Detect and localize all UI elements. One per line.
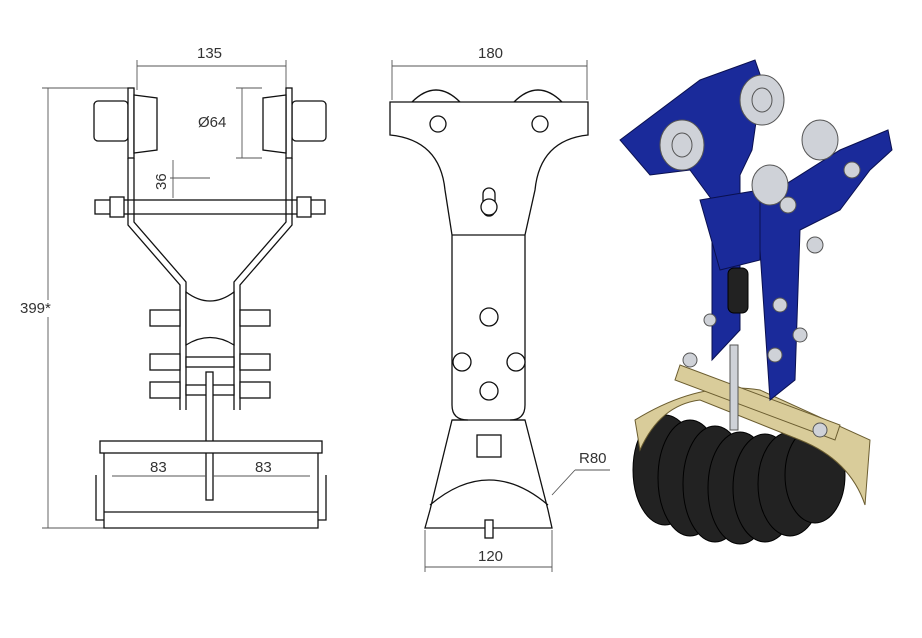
dim-top-180: 180: [478, 45, 503, 62]
front-view: 135 36 83 83: [42, 45, 327, 529]
dim-wheel-diameter: Ø64: [196, 114, 229, 131]
cable-bundle: [632, 414, 846, 545]
dim-left-83: 83: [150, 459, 167, 476]
dim-radius-r80: R80: [577, 450, 609, 467]
dim-width-135: 135: [197, 45, 222, 62]
side-view: 180 120: [389, 45, 610, 572]
isometric-view: [619, 59, 893, 545]
dim-clearance-36: 36: [153, 173, 170, 190]
dim-height-399: 399*: [18, 300, 53, 317]
dim-bottom-120: 120: [478, 548, 503, 565]
dim-right-83: 83: [255, 459, 272, 476]
